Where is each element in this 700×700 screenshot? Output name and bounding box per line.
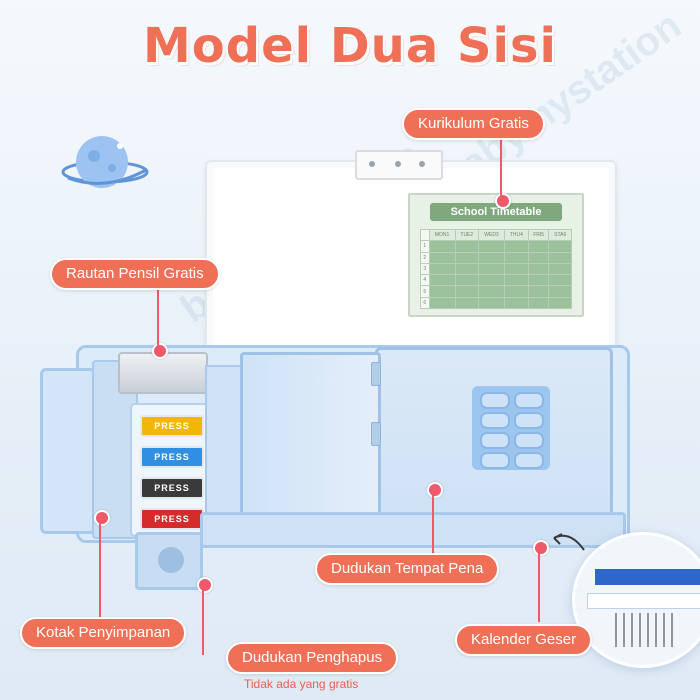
pen-slot: [480, 432, 510, 449]
timetable-day: TUE2: [454, 228, 480, 242]
timetable-heading: School Timetable: [430, 203, 562, 221]
calendar-band: [587, 593, 700, 609]
hinge: [371, 362, 381, 386]
label-dudukan-penghapus: Dudukan Penghapus: [226, 642, 399, 674]
label-rautan-pensil: Rautan Pensil Gratis: [50, 258, 220, 290]
calendar-bar: [595, 569, 700, 585]
arrow-icon: [553, 533, 585, 551]
latch-screw: [395, 161, 401, 167]
callout-pin: [533, 540, 549, 556]
callout-pin: [427, 482, 443, 498]
page-title: Model Dua Sisi: [143, 18, 557, 74]
pen-slot: [514, 392, 544, 409]
pen-slot: [514, 412, 544, 429]
press-button-yellow[interactable]: PRESS: [140, 415, 204, 437]
label-dudukan-tempat-pena: Dudukan Tempat Pena: [315, 553, 500, 585]
callout-pin: [495, 193, 511, 209]
calendar-dates: [615, 613, 675, 647]
callout-pin: [152, 343, 168, 359]
latch-screw: [369, 161, 375, 167]
timetable-grid: MON1 TUE2 WED3 THU4 FRI5 STA6 1 2 3 4 5 …: [420, 228, 572, 310]
pen-slot: [514, 452, 544, 469]
lid-latch: [355, 150, 443, 180]
label-kalender-geser: Kalender Geser: [455, 624, 593, 656]
penghapus-note: Tidak ada yang gratis: [244, 677, 359, 691]
eraser-hole: [158, 547, 184, 573]
bottom-tray: [200, 512, 626, 548]
hinge: [371, 422, 381, 446]
pen-holder: [472, 386, 550, 470]
school-timetable-card: School Timetable MON1 TUE2 WED3 THU4 FRI…: [408, 193, 584, 317]
pen-slot: [480, 412, 510, 429]
slide-calendar-inset: [572, 532, 700, 668]
pen-slot: [480, 452, 510, 469]
callout-pin: [94, 510, 110, 526]
latch-screw: [419, 161, 425, 167]
callout-pin: [197, 577, 213, 593]
eraser-holder: [135, 532, 203, 590]
pen-slot: [480, 392, 510, 409]
planet-icon: [61, 136, 149, 188]
label-kurikulum-gratis: Kurikulum Gratis: [402, 108, 545, 140]
pencil-sharpener: [118, 352, 208, 394]
left-door-panel: [240, 352, 381, 518]
pen-slot: [514, 432, 544, 449]
press-button-blue[interactable]: PRESS: [140, 446, 204, 468]
press-button-panel: PRESS PRESS PRESS PRESS: [130, 403, 216, 537]
label-kotak-penyimpanan: Kotak Penyimpanan: [20, 617, 187, 649]
press-button-black[interactable]: PRESS: [140, 477, 204, 499]
